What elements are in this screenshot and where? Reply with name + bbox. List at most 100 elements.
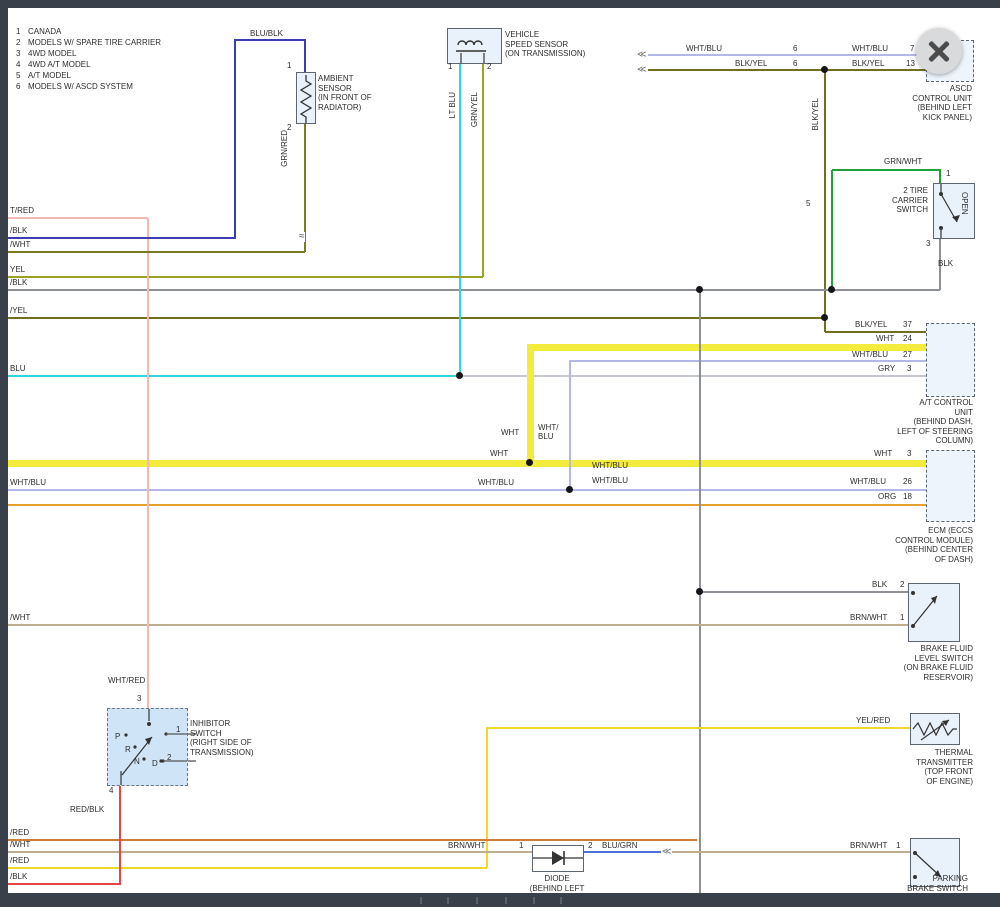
wire-lt-blu-left xyxy=(8,375,460,377)
inhibitor-position-p: P xyxy=(115,732,121,741)
pin-number: 13 xyxy=(906,59,915,68)
junction-dot xyxy=(828,286,835,293)
wire-yel-red xyxy=(487,727,910,729)
junction-dot xyxy=(456,372,463,379)
ambient-sensor-label: AMBIENT SENSOR (IN FRONT OF RADIATOR) xyxy=(318,74,372,112)
diode-icon xyxy=(533,851,583,865)
wire-blu-blk-stub xyxy=(304,39,306,72)
wire-label: WHT/BLU xyxy=(592,461,628,470)
diode-box xyxy=(532,845,584,872)
inhibitor-switch-label: INHIBITOR SWITCH (RIGHT SIDE OF TRANSMIS… xyxy=(190,719,254,757)
wire-blu-blk-top xyxy=(234,39,306,41)
pin-number: 1 xyxy=(946,169,951,178)
wire-yel-red-left xyxy=(8,867,487,869)
wire-wht-red-vertical xyxy=(147,218,149,708)
wire-grn-wht xyxy=(832,169,940,171)
inline-connector-icon: ≪ xyxy=(636,49,648,59)
wire-wht-blu-at xyxy=(570,360,926,362)
wire-blu-blk-left xyxy=(8,237,236,239)
ascd-label: ASCD CONTROL UNIT (BEHIND LEFT KICK PANE… xyxy=(912,84,972,122)
junction-dot xyxy=(696,286,703,293)
variable-resistor-icon xyxy=(912,719,957,741)
pin-number: 2 xyxy=(167,753,172,762)
pin-number: 1 xyxy=(176,725,181,734)
wire-grn-yel-left xyxy=(8,276,483,278)
vehicle-speed-sensor-box xyxy=(447,28,502,64)
pin-number: 3 xyxy=(926,239,931,248)
wire-label: BLK xyxy=(872,580,888,589)
edge-wire-label: /BLK xyxy=(10,278,28,287)
inhibitor-switch-icon xyxy=(120,709,187,785)
wire-label: WHT/BLU xyxy=(478,478,514,487)
edge-wire-label: /YEL xyxy=(10,306,28,315)
frame-bottom xyxy=(0,893,1000,907)
wire-label: BRN/WHT xyxy=(448,841,486,850)
wire-label-vertical: GRN/RED xyxy=(280,130,289,167)
thermal-transmitter-label: THERMAL TRANSMITTER (TOP FRONT OF ENGINE… xyxy=(916,748,973,786)
switch-state-label: OPEN xyxy=(960,192,969,215)
pin-number: 37 xyxy=(903,320,912,329)
junction-dot xyxy=(696,588,703,595)
note-marker: 6 xyxy=(793,59,798,68)
wire-label: BLU/BLK xyxy=(250,29,283,38)
wire-label: BLU/GRN xyxy=(602,841,638,850)
wire-yel-red-vertical xyxy=(486,727,488,868)
inline-connector-icon: ≪ xyxy=(661,846,673,856)
frame-tick xyxy=(420,897,422,904)
wire-inhibitor-pin2-stub xyxy=(186,760,196,762)
wire-label: YEL/RED xyxy=(856,716,891,725)
wire-brn-wht-diode xyxy=(8,851,532,853)
wire-blk-bfls xyxy=(700,591,908,593)
wire-inhibitor-pin1-stub xyxy=(186,733,196,735)
resistor-icon xyxy=(299,75,313,123)
frame-tick xyxy=(447,897,449,904)
pin-number: 2 xyxy=(588,841,593,850)
wire-label: BLK/YEL xyxy=(735,59,768,68)
pin-number: 7 xyxy=(910,44,915,53)
pin-number: 2 xyxy=(287,123,292,132)
junction-dot xyxy=(821,66,828,73)
wire-label: GRN/WHT xyxy=(884,157,923,166)
wire-wht-blu-ascd xyxy=(648,54,926,56)
frame-left xyxy=(0,0,8,907)
edge-wire-label: /RED xyxy=(10,856,30,865)
wire-label: BLK/YEL xyxy=(855,320,888,329)
wire-label-vertical: GRN/YEL xyxy=(470,92,479,128)
frame-tick xyxy=(505,897,507,904)
pin-number: 1 xyxy=(896,841,901,850)
wire-label: WHT/BLU xyxy=(852,44,888,53)
pin-number: 27 xyxy=(903,350,912,359)
edge-wire-label: YEL xyxy=(10,265,26,274)
wire-label: WHT xyxy=(874,449,893,458)
note-marker: 5 xyxy=(806,199,811,208)
wire-label-vertical: BLK/YEL xyxy=(811,98,820,131)
wire-wht-blu-ecm xyxy=(8,489,926,491)
frame-tick xyxy=(533,897,535,904)
pin-number: 1 xyxy=(287,61,292,70)
wire-label: WHT xyxy=(876,334,895,343)
wire-label: GRY xyxy=(878,364,896,373)
at-control-unit-box xyxy=(926,323,975,397)
wire-label: WHT/BLU xyxy=(850,477,886,486)
inhibitor-position-d: D xyxy=(152,759,158,768)
wire-brn-wht-pbs xyxy=(672,851,910,853)
parking-brake-switch-label: PARKING BRAKE SWITCH xyxy=(907,874,968,893)
speed-sensor-coil-icon xyxy=(456,40,486,63)
junction-dot xyxy=(566,486,573,493)
edge-wire-label: /WHT xyxy=(10,613,31,622)
wire-brn-wht-bfls xyxy=(8,624,908,626)
edge-wire-label: /WHT xyxy=(10,840,31,849)
frame-tick xyxy=(560,897,562,904)
ecm-label: ECM (ECCS CONTROL MODULE) (BEHIND CENTER… xyxy=(895,526,973,564)
inhibitor-position-r: R xyxy=(125,745,131,754)
pin-number: 18 xyxy=(903,492,912,501)
close-button[interactable] xyxy=(916,28,962,74)
wire-wht-highlight-main xyxy=(8,460,926,467)
wire-label: WHT/RED xyxy=(108,676,146,685)
wire-blu-grn xyxy=(582,851,666,853)
junction-dot xyxy=(526,459,533,466)
pin-number: 1 xyxy=(900,613,905,622)
